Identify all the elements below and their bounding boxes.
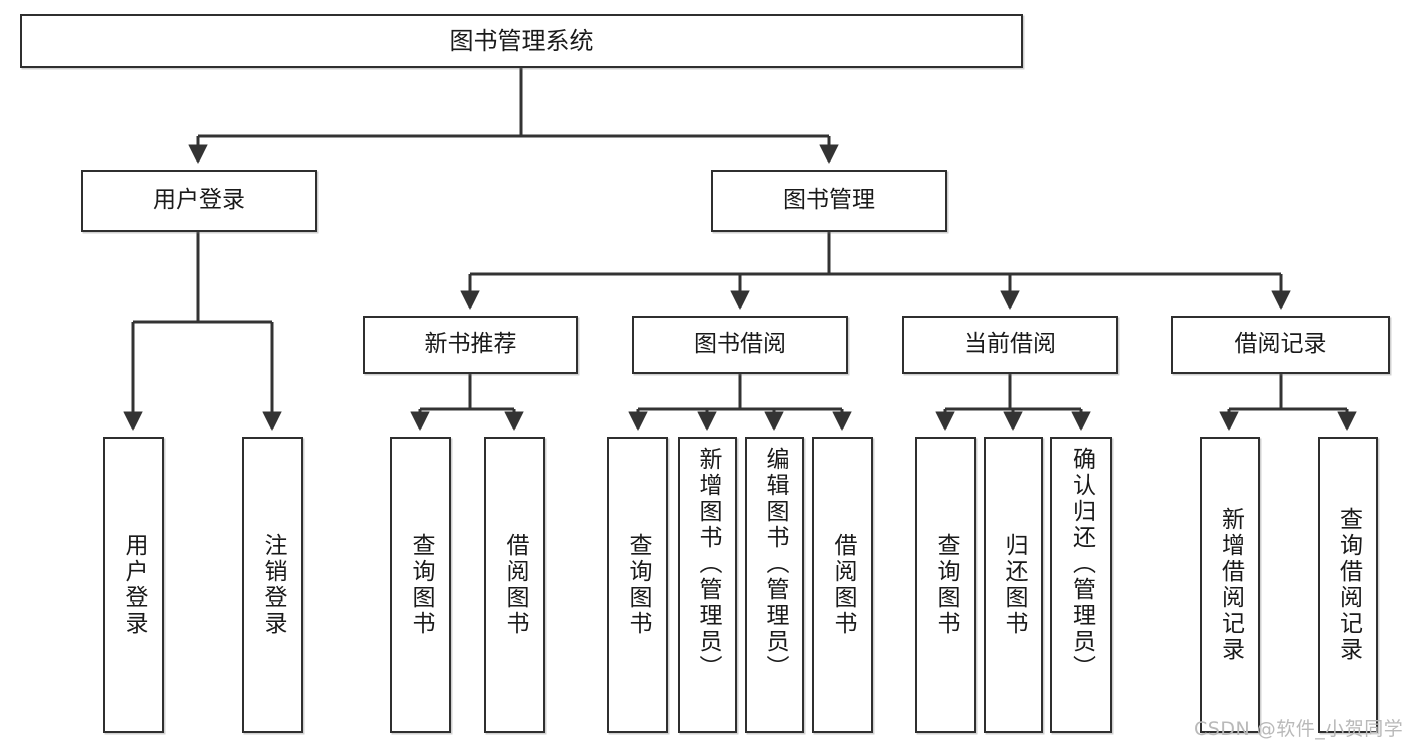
node-label: 确认归还（管理员） (1068, 447, 1095, 681)
node-leaf-borrow-book-1[interactable]: 借阅图书 (484, 437, 545, 733)
node-leaf-edit-book-admin[interactable]: 编辑图书（管理员） (745, 437, 804, 733)
node-leaf-query-borrow-record[interactable]: 查询借阅记录 (1318, 437, 1378, 733)
node-leaf-query-book-3[interactable]: 查询图书 (915, 437, 976, 733)
node-label: 当前借阅 (964, 331, 1056, 358)
node-leaf-confirm-return-admin[interactable]: 确认归还（管理员） (1050, 437, 1112, 733)
node-label: 用户登录 (153, 187, 245, 214)
node-new-book-recommend[interactable]: 新书推荐 (363, 316, 578, 374)
node-label: 图书管理系统 (449, 26, 594, 55)
node-label: 借阅图书 (502, 533, 528, 637)
node-label: 借阅记录 (1234, 331, 1327, 358)
node-label: 查询图书 (625, 533, 651, 637)
node-label: 归还图书 (1001, 533, 1027, 637)
node-label: 图书借阅 (694, 331, 786, 358)
node-label: 注销登录 (260, 533, 286, 637)
node-leaf-add-book-admin[interactable]: 新增图书（管理员） (678, 437, 737, 733)
node-book-borrow[interactable]: 图书借阅 (632, 316, 848, 374)
node-current-borrow[interactable]: 当前借阅 (902, 316, 1118, 374)
node-label: 新增借阅记录 (1217, 507, 1244, 663)
node-label: 用户登录 (121, 533, 147, 637)
node-leaf-query-book-1[interactable]: 查询图书 (390, 437, 451, 733)
node-book-management[interactable]: 图书管理 (711, 170, 947, 232)
node-label: 借阅图书 (830, 533, 856, 637)
node-leaf-return-book[interactable]: 归还图书 (984, 437, 1043, 733)
node-label: 新书推荐 (424, 331, 517, 358)
node-label: 图书管理 (783, 187, 875, 214)
node-label: 查询图书 (933, 533, 959, 637)
node-user-login[interactable]: 用户登录 (81, 170, 317, 232)
node-label: 新增图书（管理员） (695, 447, 721, 681)
node-borrow-record[interactable]: 借阅记录 (1171, 316, 1390, 374)
node-label: 查询借阅记录 (1335, 507, 1362, 663)
node-leaf-user-login[interactable]: 用户登录 (103, 437, 164, 733)
node-label: 编辑图书（管理员） (762, 447, 788, 681)
node-leaf-add-borrow-record[interactable]: 新增借阅记录 (1200, 437, 1260, 733)
node-leaf-query-book-2[interactable]: 查询图书 (607, 437, 668, 733)
csdn-watermark: CSDN @软件_小贺同学 (1194, 718, 1404, 740)
node-leaf-logout-login[interactable]: 注销登录 (242, 437, 303, 733)
node-label: 查询图书 (408, 533, 434, 637)
node-leaf-borrow-book-2[interactable]: 借阅图书 (812, 437, 873, 733)
node-root-book-management-system[interactable]: 图书管理系统 (20, 14, 1023, 68)
